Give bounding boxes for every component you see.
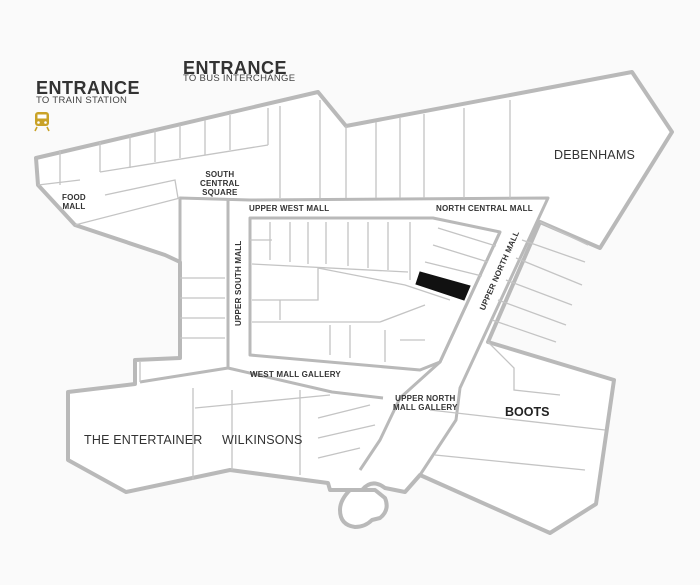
entrance-bus-subtitle: TO BUS INTERCHANGE — [183, 73, 296, 84]
west-mall-gallery-wall — [227, 366, 384, 400]
highlighted-unit[interactable] — [415, 271, 471, 301]
store-boots[interactable]: BOOTS — [505, 405, 550, 419]
store-the-entertainer[interactable]: THE ENTERTAINER — [84, 433, 203, 447]
south-central-square-label: SOUTH CENTRAL SQUARE — [200, 170, 240, 198]
south-west-units — [139, 277, 376, 480]
upper-north-mall-wall-west — [358, 231, 502, 471]
upper-south-mall-label: UPPER SOUTH MALL — [234, 240, 243, 326]
upper-north-mall-wall — [249, 196, 550, 476]
upper-west-mall-label: UPPER WEST MALL — [249, 204, 330, 213]
inner-shop-units — [250, 222, 497, 362]
entrance-train-subtitle: TO TRAIN STATION — [36, 95, 128, 106]
south-east-units — [429, 341, 606, 471]
west-mall-gallery-label: WEST MALL GALLERY — [250, 370, 341, 379]
train-icon[interactable] — [32, 110, 52, 132]
store-wilkinsons[interactable]: WILKINSONS — [222, 433, 303, 447]
entrance-bus-title: ENTRANCE — [183, 58, 288, 78]
upper-north-mall-gallery-label: UPPER NORTH MALL GALLERY — [393, 394, 458, 413]
food-mall-label: FOOD MALL — [62, 193, 86, 212]
north-shop-row — [37, 100, 511, 226]
store-debenhams[interactable]: DEBENHAMS — [554, 148, 635, 162]
entrance-train-title: ENTRANCE — [36, 78, 141, 98]
east-shop-row — [491, 221, 589, 343]
north-central-mall-label: NORTH CENTRAL MALL — [436, 204, 533, 213]
